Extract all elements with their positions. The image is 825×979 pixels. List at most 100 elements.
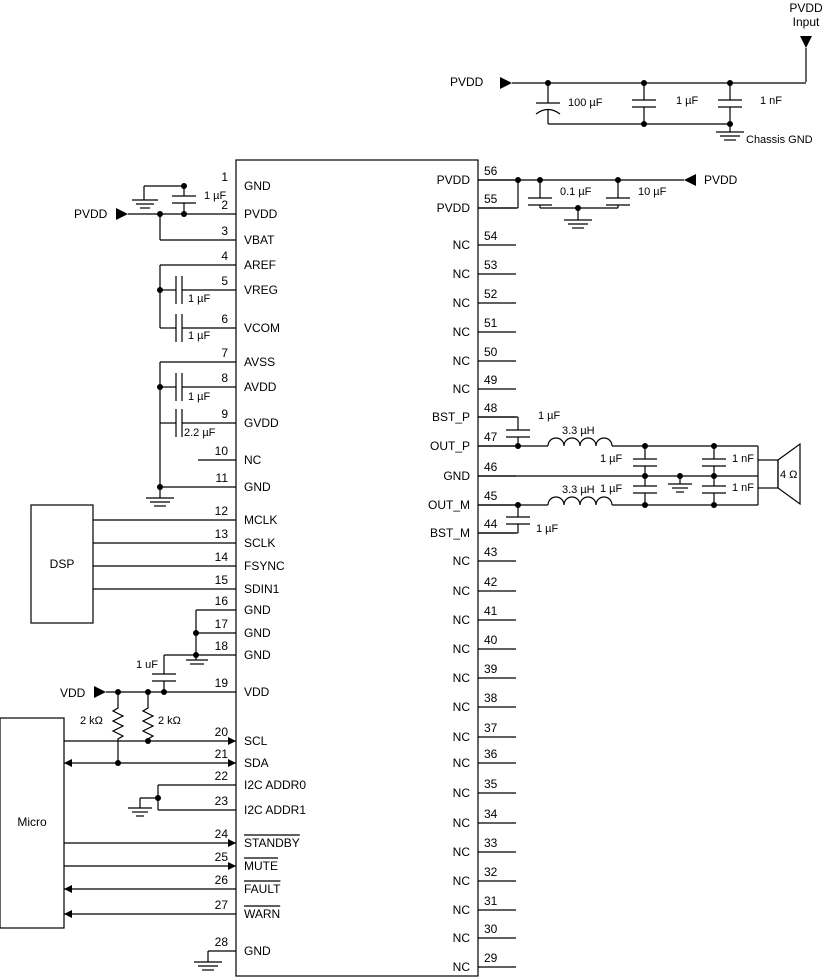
pin-number: 25 — [215, 850, 229, 864]
pin-name: PVDD — [244, 207, 278, 221]
pin-name: NC — [453, 931, 471, 945]
pin-number: 54 — [484, 229, 498, 243]
pin-name: WARN — [244, 907, 280, 921]
pin-number: 4 — [221, 249, 228, 263]
c-outm2-value: 1 nF — [732, 482, 754, 494]
pin-name: GND — [244, 944, 271, 958]
pin-name: NC — [453, 554, 471, 568]
pin-number: 8 — [221, 371, 228, 385]
l-m-value: 3.3 µH — [562, 484, 595, 496]
pin-name: GND — [244, 626, 271, 640]
c-outm1-value: 1 µF — [600, 483, 623, 495]
c-outp1-value: 1 µF — [600, 453, 623, 465]
pin-name: GND — [244, 648, 271, 662]
pin-name: VBAT — [244, 233, 275, 247]
pin-number: 15 — [215, 573, 229, 587]
speaker-icon — [757, 459, 779, 489]
pin-name: STANDBY — [244, 836, 300, 850]
c-pvdd-b-value: 10 µF — [638, 186, 667, 198]
pin-number: 22 — [215, 769, 229, 783]
left-pins: 1GND2PVDD3VBAT4AREF5VREG6VCOM7AVSS8AVDD9… — [215, 170, 307, 958]
pin-name: AVSS — [244, 355, 275, 369]
pin-name: VDD — [244, 685, 270, 699]
pin-name: I2C ADDR0 — [244, 778, 306, 792]
pin-number: 47 — [484, 430, 498, 444]
pin-number: 51 — [484, 316, 498, 330]
c-vdd-value: 1 uF — [136, 659, 158, 671]
pin-number: 26 — [215, 873, 229, 887]
pin-number: 36 — [484, 747, 498, 761]
pin-number: 28 — [215, 935, 229, 949]
c-pvdd-a-value: 0.1 µF — [560, 186, 592, 198]
pin-number: 2 — [221, 198, 228, 212]
pin-name: NC — [453, 845, 471, 859]
c-vreg-value: 1 µF — [188, 293, 211, 305]
pin-number: 34 — [484, 807, 498, 821]
pvdd-right-arrow — [684, 174, 696, 186]
right-pvdd-network: 0.1 µF 10 µF PVDD — [478, 173, 738, 229]
pin-number: 46 — [484, 460, 498, 474]
pin-number: 39 — [484, 662, 498, 676]
pin-number: 19 — [215, 676, 229, 690]
pvdd-input-arrow — [800, 36, 812, 48]
pin-number: 18 — [215, 639, 229, 653]
pin-name: NC — [244, 453, 262, 467]
pin-name: GVDD — [244, 416, 279, 430]
pin-name: NC — [453, 903, 471, 917]
pin-name: NC — [453, 354, 471, 368]
dsp-label: DSP — [50, 557, 75, 571]
pin-name: NC — [453, 671, 471, 685]
pin-name: NC — [453, 238, 471, 252]
r-scl-value: 2 kΩ — [80, 715, 103, 727]
pin-name: MUTE — [244, 859, 278, 873]
pin-name: NC — [453, 267, 471, 281]
pin-number: 42 — [484, 575, 498, 589]
c-outp2-value: 1 nF — [732, 453, 754, 465]
pin-number: 49 — [484, 373, 498, 387]
pin-number: 27 — [215, 898, 229, 912]
vdd-label: VDD — [60, 686, 86, 700]
pin-name: I2C ADDR1 — [244, 803, 306, 817]
l-p-value: 3.3 µH — [562, 425, 595, 437]
vdd-network: 1 uF VDD 2 kΩ 2 kΩ — [60, 609, 236, 762]
pin-name: BST_P — [432, 410, 470, 424]
pin-name: GND — [244, 179, 271, 193]
amplifier-ic — [235, 159, 479, 977]
pin-name: NC — [453, 642, 471, 656]
pin-name: NC — [453, 730, 471, 744]
dsp-box — [30, 504, 94, 624]
c-in1-value: 1 µF — [676, 95, 699, 107]
pin-number: 56 — [484, 164, 498, 178]
pin-name: NC — [453, 816, 471, 830]
speaker-value: 4 Ω — [780, 469, 797, 481]
pin-number: 6 — [221, 312, 228, 326]
pvdd-left-arrow — [116, 208, 128, 220]
pin-number: 17 — [215, 617, 229, 631]
pin-number: 41 — [484, 604, 498, 618]
pvdd-input-label: PVDD — [789, 1, 823, 15]
pin-number: 52 — [484, 287, 498, 301]
vdd-arrow — [94, 686, 106, 698]
pin-number: 44 — [484, 517, 498, 531]
c-bulk-value: 100 µF — [568, 97, 603, 109]
c-in2-value: 1 nF — [760, 95, 782, 107]
c-bstp-value: 1 µF — [538, 410, 561, 422]
pin-name: BST_M — [430, 526, 470, 540]
pin-number: 32 — [484, 865, 498, 879]
pvdd-top-label: PVDD — [450, 75, 484, 89]
pin-name: NC — [453, 756, 471, 770]
pin-name: NC — [453, 613, 471, 627]
pvdd-input-filter: PVDD Input PVDD 100 µF 1 µF 1 nF — [450, 1, 823, 146]
pin-number: 40 — [484, 633, 498, 647]
pin-number: 13 — [215, 527, 229, 541]
pin-number: 35 — [484, 777, 498, 791]
pin-name: NC — [453, 960, 471, 974]
pin-name: FAULT — [244, 882, 281, 896]
pin-number: 11 — [216, 471, 229, 485]
pin-name: NC — [453, 786, 471, 800]
pin-number: 21 — [215, 747, 229, 761]
pin-name: NC — [453, 296, 471, 310]
c-vcom-value: 1 µF — [188, 330, 211, 342]
pin-number: 24 — [215, 827, 229, 841]
